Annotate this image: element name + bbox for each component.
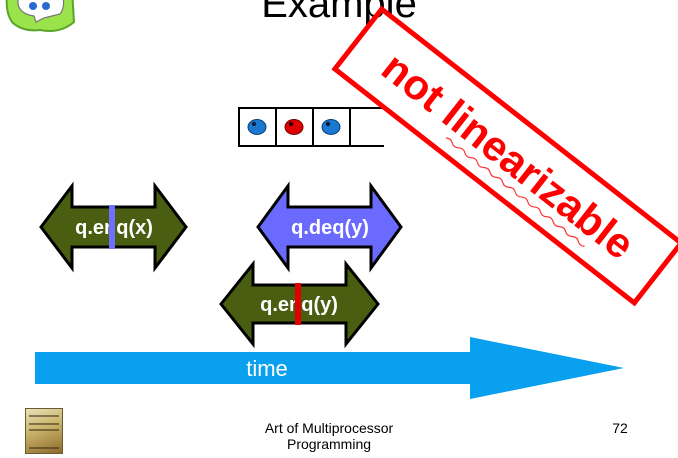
mascot-logo-icon — [5, 0, 76, 32]
stamp-text: not linearizable — [373, 43, 643, 268]
queue-item-blue — [247, 119, 267, 135]
slide-title: Example — [261, 0, 417, 26]
queue-diagram — [238, 107, 384, 147]
not-linearizable-stamp: not linearizable — [331, 5, 678, 307]
linearization-point-enq-x — [109, 205, 115, 249]
queue-item-blue — [321, 119, 341, 135]
spellcheck-squiggle — [445, 137, 585, 247]
interval-deq-y-label: q.deq(y) — [291, 217, 369, 239]
interval-enq-x: q.enq(x) — [39, 181, 188, 273]
page-number: 72 — [612, 420, 628, 436]
footer-line-1: Art of Multiprocessor — [264, 420, 394, 436]
footer-book-title: Art of Multiprocessor Programming — [229, 420, 429, 452]
footer-line-2: Programming — [286, 436, 372, 452]
book-cover-icon — [25, 408, 63, 454]
linearization-point-enq-y — [295, 283, 301, 325]
queue-item-red — [284, 119, 304, 135]
time-label: time — [246, 356, 288, 381]
time-arrow: time — [35, 337, 624, 399]
interval-enq-y: q.enq(y) — [219, 259, 380, 349]
interval-deq-y: q.deq(y) — [256, 181, 403, 273]
